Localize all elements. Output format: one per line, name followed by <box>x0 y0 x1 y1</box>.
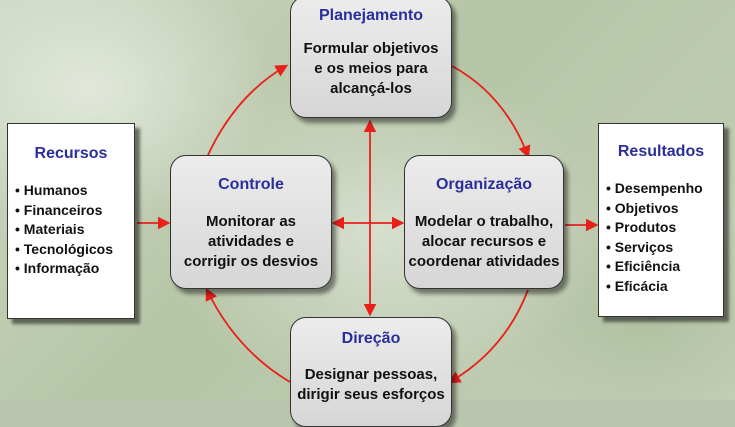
organizacao-line: Modelar o trabalho, <box>414 213 554 230</box>
list-item: • Eficácia <box>606 277 668 294</box>
controle-line: Monitorar as <box>205 213 296 230</box>
arrow-organizacao-to-direcao <box>447 289 529 384</box>
list-item: • Produtos <box>606 219 677 235</box>
organizacao-line: coordenar atividades <box>408 253 560 270</box>
direcao-title: Direção <box>341 330 401 347</box>
recursos-list: • Humanos • Financeiros • Materiais • Te… <box>15 181 134 279</box>
direcao-line: dirigir seus esforços <box>297 386 445 403</box>
resultados-list: • Desempenho • Objetivos • Produtos • Se… <box>606 179 723 296</box>
list-item: • Eficiência <box>606 258 681 274</box>
recursos-panel: Recursos • Humanos • Financeiros • Mater… <box>7 123 135 319</box>
resultados-panel: Resultados • Desempenho • Objetivos • Pr… <box>598 123 724 317</box>
controle-line: corrigir os desvios <box>183 253 319 270</box>
list-item: • Informação <box>15 260 100 276</box>
controle-title: Controle <box>218 176 284 193</box>
planejamento-box: Planejamento Formular objetivos e os mei… <box>290 0 452 118</box>
recursos-title: Recursos <box>34 145 108 162</box>
planejamento-title: Planejamento <box>318 7 424 24</box>
flow-arrows <box>137 64 599 384</box>
direcao-box: Direção Designar pessoas, dirigir seus e… <box>290 317 452 427</box>
controle-description: Monitorar as atividades e corrigir os de… <box>171 212 331 272</box>
organizacao-box: Organização Modelar o trabalho, alocar r… <box>404 155 564 289</box>
planejamento-line: Formular objetivos <box>303 40 439 57</box>
arrow-controle-to-planejamento <box>207 64 289 156</box>
direcao-line: Designar pessoas, <box>304 366 438 383</box>
list-item: • Humanos <box>15 182 88 198</box>
list-item: • Objetivos <box>606 199 679 216</box>
list-item: • Materiais <box>15 221 85 237</box>
planejamento-line: e os meios para <box>314 60 428 77</box>
arrow-planejamento-to-organizacao <box>451 65 531 159</box>
direcao-description: Designar pessoas, dirigir seus esforços <box>291 365 451 405</box>
organizacao-description: Modelar o trabalho, alocar recursos e co… <box>405 212 563 272</box>
controle-box: Controle Monitorar as atividades e corri… <box>170 155 332 289</box>
planejamento-description: Formular objetivos e os meios para alcan… <box>291 39 451 99</box>
controle-line: atividades e <box>208 233 294 250</box>
list-item: • Tecnológicos <box>15 240 113 257</box>
resultados-title: Resultados <box>617 143 705 160</box>
list-item: • Serviços <box>606 238 674 255</box>
planejamento-line: alcançá-los <box>330 80 412 97</box>
list-item: • Financeiros <box>15 201 103 218</box>
list-item: • Desempenho <box>606 180 703 196</box>
arrow-direcao-to-controle <box>205 287 291 383</box>
organizacao-line: alocar recursos e <box>421 233 547 250</box>
organizacao-title: Organização <box>435 176 533 193</box>
